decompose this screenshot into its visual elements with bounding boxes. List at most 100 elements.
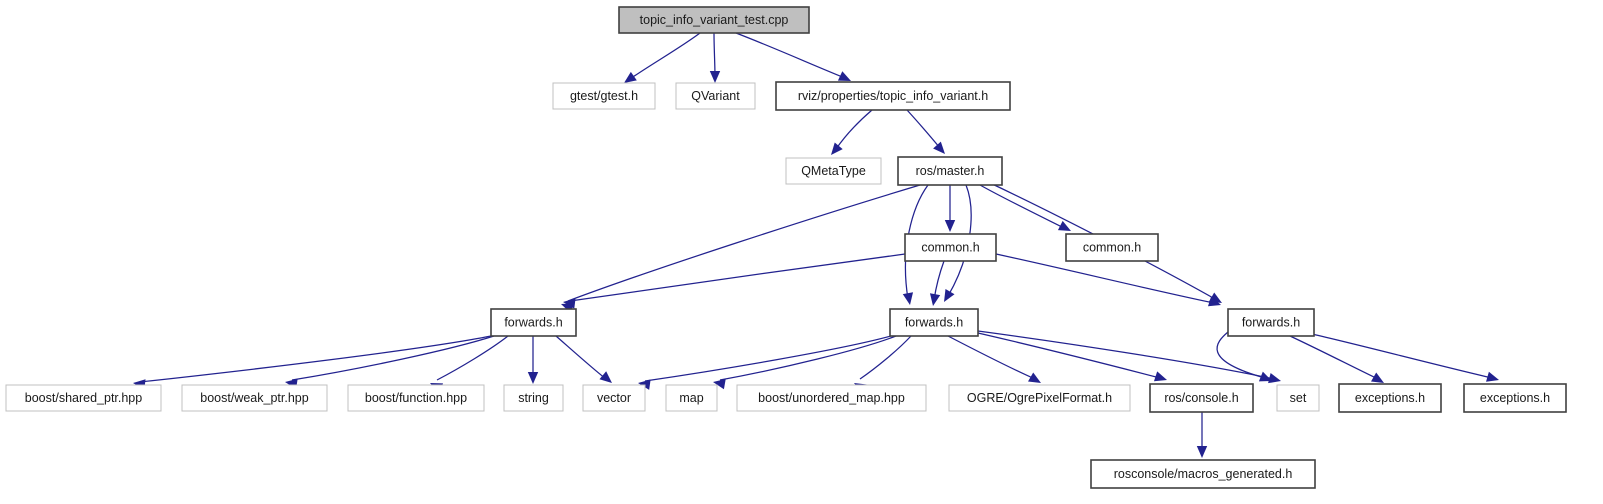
node-box[interactable]: [1090, 459, 1316, 489]
edge-n6-to-n10: [995, 253, 1221, 307]
node-n4[interactable]: QMetaType: [785, 157, 882, 185]
node-label: string: [518, 391, 549, 405]
node-box[interactable]: [503, 384, 564, 412]
arrow-head: [1028, 372, 1041, 383]
node-box[interactable]: [665, 384, 718, 412]
edge-n5-to-n7: [979, 184, 1071, 231]
edge-line: [291, 335, 495, 381]
edge-line: [979, 184, 1065, 229]
node-n12[interactable]: boost/weak_ptr.hpp: [181, 384, 328, 412]
node-n7[interactable]: common.h: [1065, 233, 1159, 262]
node-n20[interactable]: set: [1276, 384, 1320, 412]
node-box[interactable]: [904, 233, 997, 262]
node-n15[interactable]: vector: [582, 384, 646, 412]
edge-n3-to-n5: [906, 109, 945, 154]
node-box[interactable]: [948, 384, 1131, 412]
edge-line: [735, 32, 846, 79]
arrow-head: [944, 289, 955, 302]
node-box[interactable]: [897, 156, 1003, 186]
edge-n8-to-n14: [527, 336, 539, 384]
node-box[interactable]: [785, 157, 882, 185]
node-label: QVariant: [691, 89, 740, 103]
node-n13[interactable]: boost/function.hpp: [347, 384, 485, 412]
edge-n8-to-n12: [285, 335, 495, 390]
node-label: exceptions.h: [1480, 391, 1550, 405]
edge-line: [904, 184, 929, 300]
node-box[interactable]: [552, 82, 656, 110]
node-box[interactable]: [675, 82, 756, 110]
node-n0[interactable]: topic_info_variant_test.cpp: [618, 6, 810, 34]
edge-n10-to-n21: [1289, 335, 1384, 383]
node-box[interactable]: [889, 308, 979, 337]
edge-n8-to-n15: [555, 335, 612, 383]
node-n16[interactable]: map: [665, 384, 718, 412]
edge-line: [719, 335, 897, 381]
node-n23[interactable]: rosconsole/macros_generated.h: [1090, 459, 1316, 489]
edge-n9-to-n15: [638, 335, 892, 390]
node-box[interactable]: [582, 384, 646, 412]
edge-n9-to-n20: [977, 330, 1281, 384]
node-box[interactable]: [1276, 384, 1320, 412]
node-box[interactable]: [1338, 383, 1442, 413]
edge-line: [977, 332, 1161, 379]
node-n6[interactable]: common.h: [904, 233, 997, 262]
node-n10[interactable]: forwards.h: [1227, 308, 1315, 337]
node-n21[interactable]: exceptions.h: [1338, 383, 1442, 413]
node-n1[interactable]: gtest/gtest.h: [552, 82, 656, 110]
node-box[interactable]: [1149, 383, 1254, 413]
arrow-head: [1258, 371, 1272, 382]
node-n3[interactable]: rviz/properties/topic_info_variant.h: [775, 81, 1011, 111]
node-label: rosconsole/macros_generated.h: [1114, 467, 1293, 481]
edge-n9-to-n18: [947, 335, 1041, 383]
node-n19[interactable]: ros/console.h: [1149, 383, 1254, 413]
node-label: vector: [597, 391, 631, 405]
node-n14[interactable]: string: [503, 384, 564, 412]
node-box[interactable]: [1227, 308, 1315, 337]
node-n17[interactable]: boost/unordered_map.hpp: [736, 384, 927, 412]
node-label: gtest/gtest.h: [570, 89, 638, 103]
node-box[interactable]: [181, 384, 328, 412]
node-n11[interactable]: boost/shared_ptr.hpp: [5, 384, 162, 412]
edge-line: [1216, 331, 1266, 379]
edge-line: [906, 109, 941, 149]
arrow-head: [1057, 220, 1071, 231]
node-box[interactable]: [347, 384, 485, 412]
node-n18[interactable]: OGRE/OgrePixelFormat.h: [948, 384, 1131, 412]
edge-line: [436, 335, 509, 381]
node-label: set: [1290, 391, 1307, 405]
node-n8[interactable]: forwards.h: [490, 308, 577, 337]
arrow-head: [1486, 371, 1499, 382]
node-box[interactable]: [618, 6, 810, 34]
arrow-head: [831, 142, 843, 155]
edge-line: [569, 253, 906, 302]
edge-line: [629, 32, 701, 80]
node-n5[interactable]: ros/master.h: [897, 156, 1003, 186]
arrow-head: [944, 220, 956, 232]
edge-n8-to-n11: [133, 335, 492, 390]
node-n22[interactable]: exceptions.h: [1463, 383, 1567, 413]
edge-n5-to-n6: [944, 184, 956, 232]
edge-n6-to-n8: [563, 253, 906, 309]
node-box[interactable]: [775, 81, 1011, 111]
edge-line: [995, 253, 1215, 304]
node-label: forwards.h: [905, 315, 963, 329]
edge-n10-to-n22: [1311, 333, 1499, 382]
node-box[interactable]: [736, 384, 927, 412]
node-box[interactable]: [1463, 383, 1567, 413]
arrow-head: [563, 298, 576, 309]
arrow-head: [902, 292, 914, 305]
node-box[interactable]: [490, 308, 577, 337]
node-label: forwards.h: [504, 315, 562, 329]
node-n2[interactable]: QVariant: [675, 82, 756, 110]
node-label: common.h: [1083, 240, 1141, 254]
node-box[interactable]: [1065, 233, 1159, 262]
edge-n10-to-n20: [1216, 331, 1272, 382]
node-n9[interactable]: forwards.h: [889, 308, 979, 337]
node-box[interactable]: [5, 384, 162, 412]
node-label: boost/weak_ptr.hpp: [200, 391, 308, 405]
edge-n0-to-n1: [624, 32, 701, 83]
arrow-head: [1153, 371, 1167, 382]
edge-layer: [133, 32, 1499, 458]
arrow-head: [929, 293, 941, 306]
